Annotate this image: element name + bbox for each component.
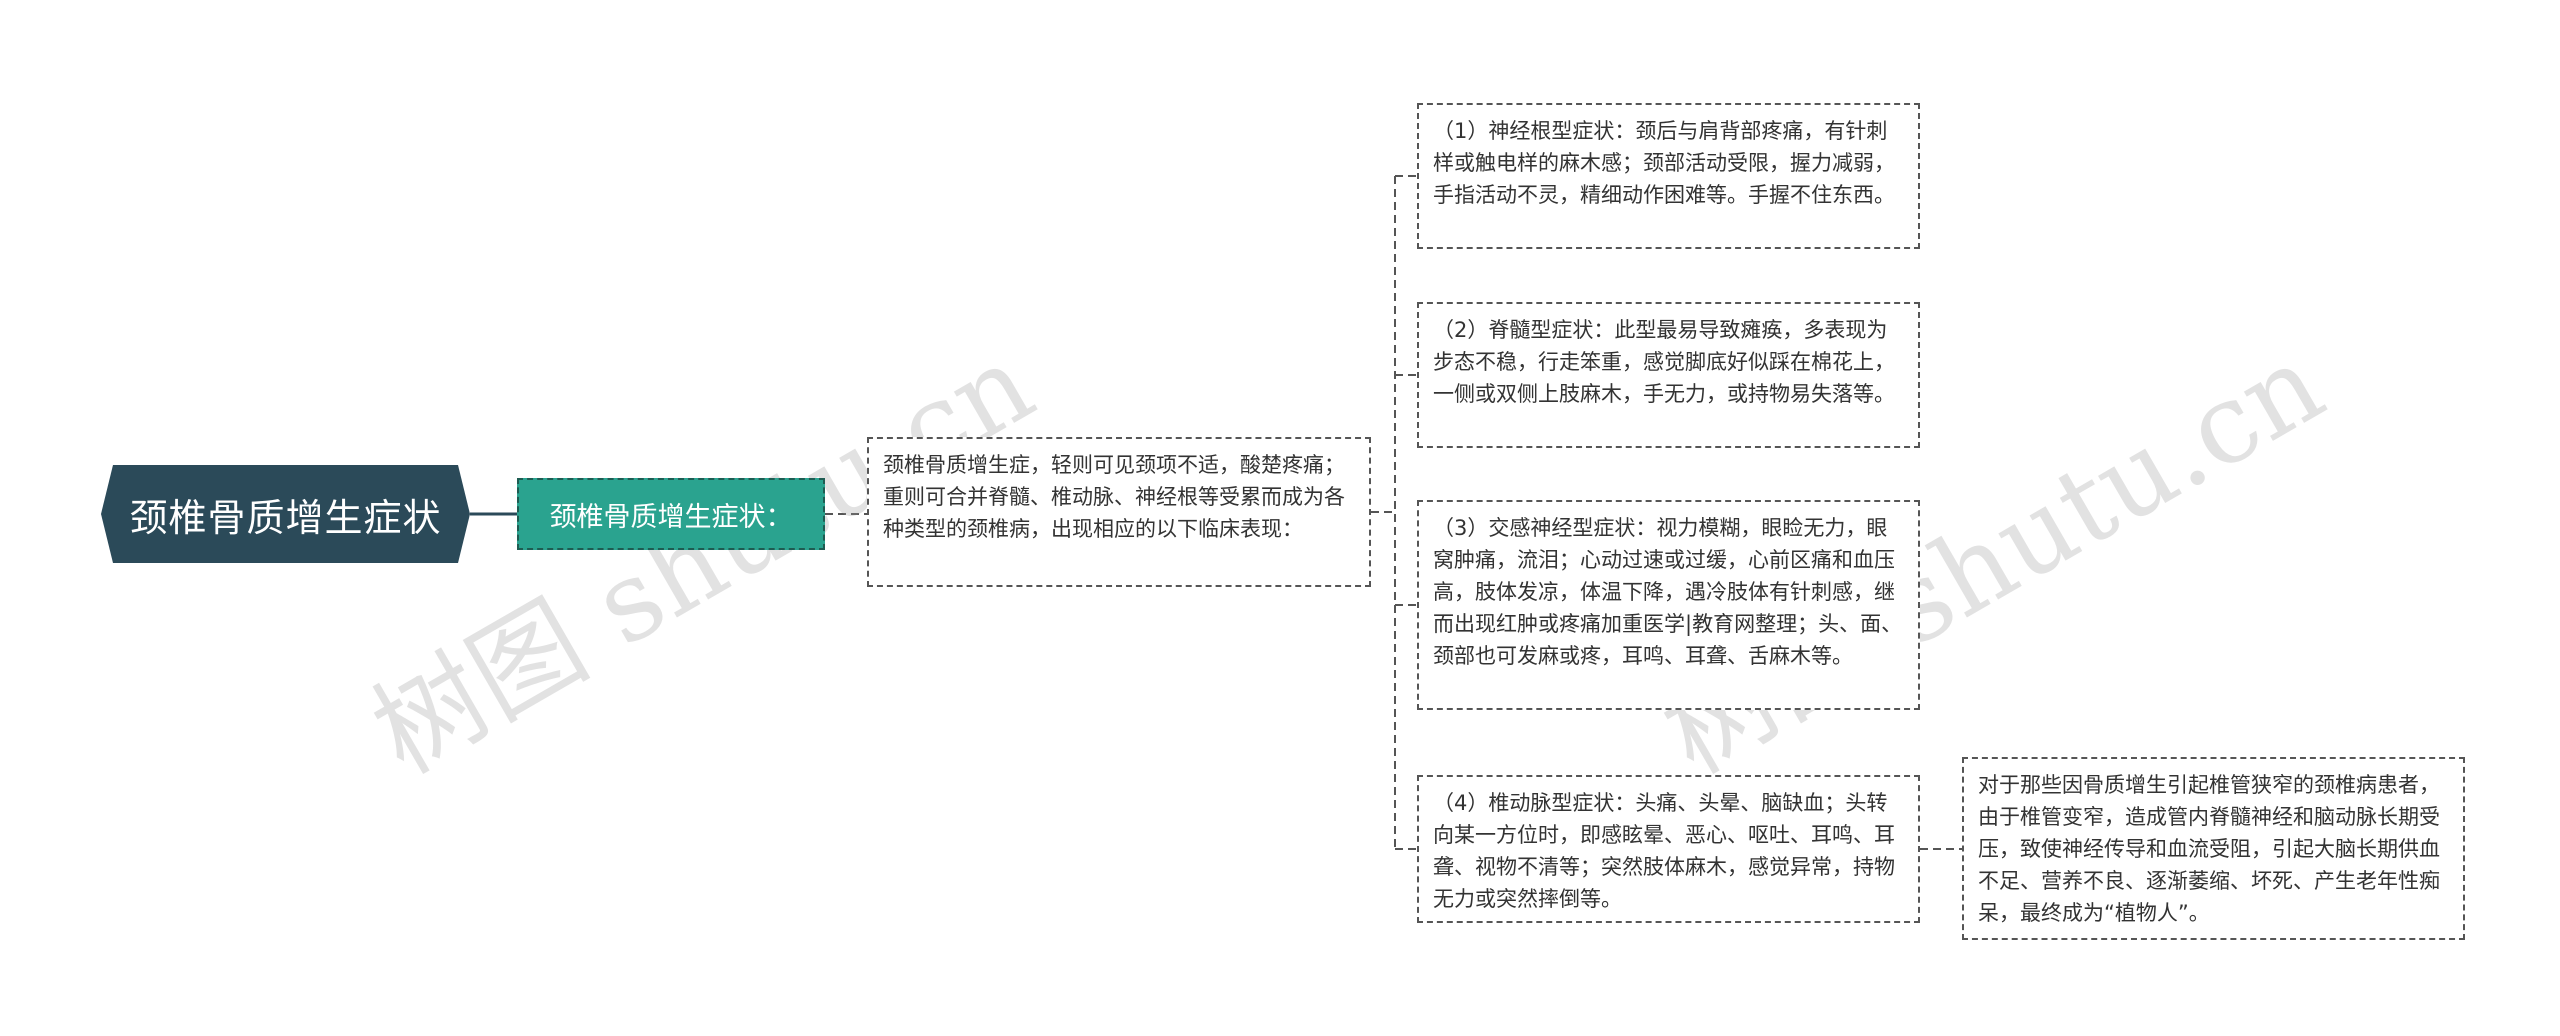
branch-node-text: （2）脊髓型症状：此型最易导致瘫痪，多表现为步态不稳，行走笨重，感觉脚底好似踩在… [1433, 318, 1895, 406]
topic-node-label: 颈椎骨质增生症状： [549, 501, 793, 533]
branch-node-nerve-root-type[interactable]: （1）神经根型症状：颈后与肩背部疼痛，有针刺样或触电样的麻木感；颈部活动受限，握… [1417, 103, 1920, 249]
root-node[interactable]: 颈椎骨质增生症状 [101, 465, 470, 563]
connector-level2-branches [1371, 175, 1417, 850]
root-node-label: 颈椎骨质增生症状 [129, 495, 442, 540]
subtopic-node-text: 颈椎骨质增生症，轻则可见颈项不适，酸楚疼痛；重则可合并脊髓、椎动脉、神经根等受累… [883, 453, 1345, 541]
branch-node-vertebral-artery-type[interactable]: （4）椎动脉型症状：头痛、头晕、脑缺血；头转向某一方位时，即感眩晕、恶心、呕吐、… [1417, 775, 1920, 923]
topic-node-symptoms[interactable]: 颈椎骨质增生症状： [517, 478, 825, 550]
subtopic-node-overview[interactable]: 颈椎骨质增生症，轻则可见颈项不适，酸楚疼痛；重则可合并脊髓、椎动脉、神经根等受累… [867, 437, 1371, 587]
branch-node-text: （3）交感神经型症状：视力模糊，眼睑无力，眼窝肿痛，流泪；心动过速或过缓，心前区… [1433, 516, 1903, 668]
branch-node-text: （1）神经根型症状：颈后与肩背部疼痛，有针刺样或触电样的麻木感；颈部活动受限，握… [1433, 119, 1895, 207]
leaf-node-text: 对于那些因骨质增生引起椎管狭窄的颈椎病患者，由于椎管变窄，造成管内脊髓神经和脑动… [1978, 773, 2440, 925]
branch-node-spinal-cord-type[interactable]: （2）脊髓型症状：此型最易导致瘫痪，多表现为步态不稳，行走笨重，感觉脚底好似踩在… [1417, 302, 1920, 448]
branch-node-text: （4）椎动脉型症状：头痛、头晕、脑缺血；头转向某一方位时，即感眩晕、恶心、呕吐、… [1433, 791, 1895, 911]
leaf-node-stenosis-consequence[interactable]: 对于那些因骨质增生引起椎管狭窄的颈椎病患者，由于椎管变窄，造成管内脊髓神经和脑动… [1962, 757, 2465, 940]
branch-node-sympathetic-type[interactable]: （3）交感神经型症状：视力模糊，眼睑无力，眼窝肿痛，流泪；心动过速或过缓，心前区… [1417, 500, 1920, 710]
